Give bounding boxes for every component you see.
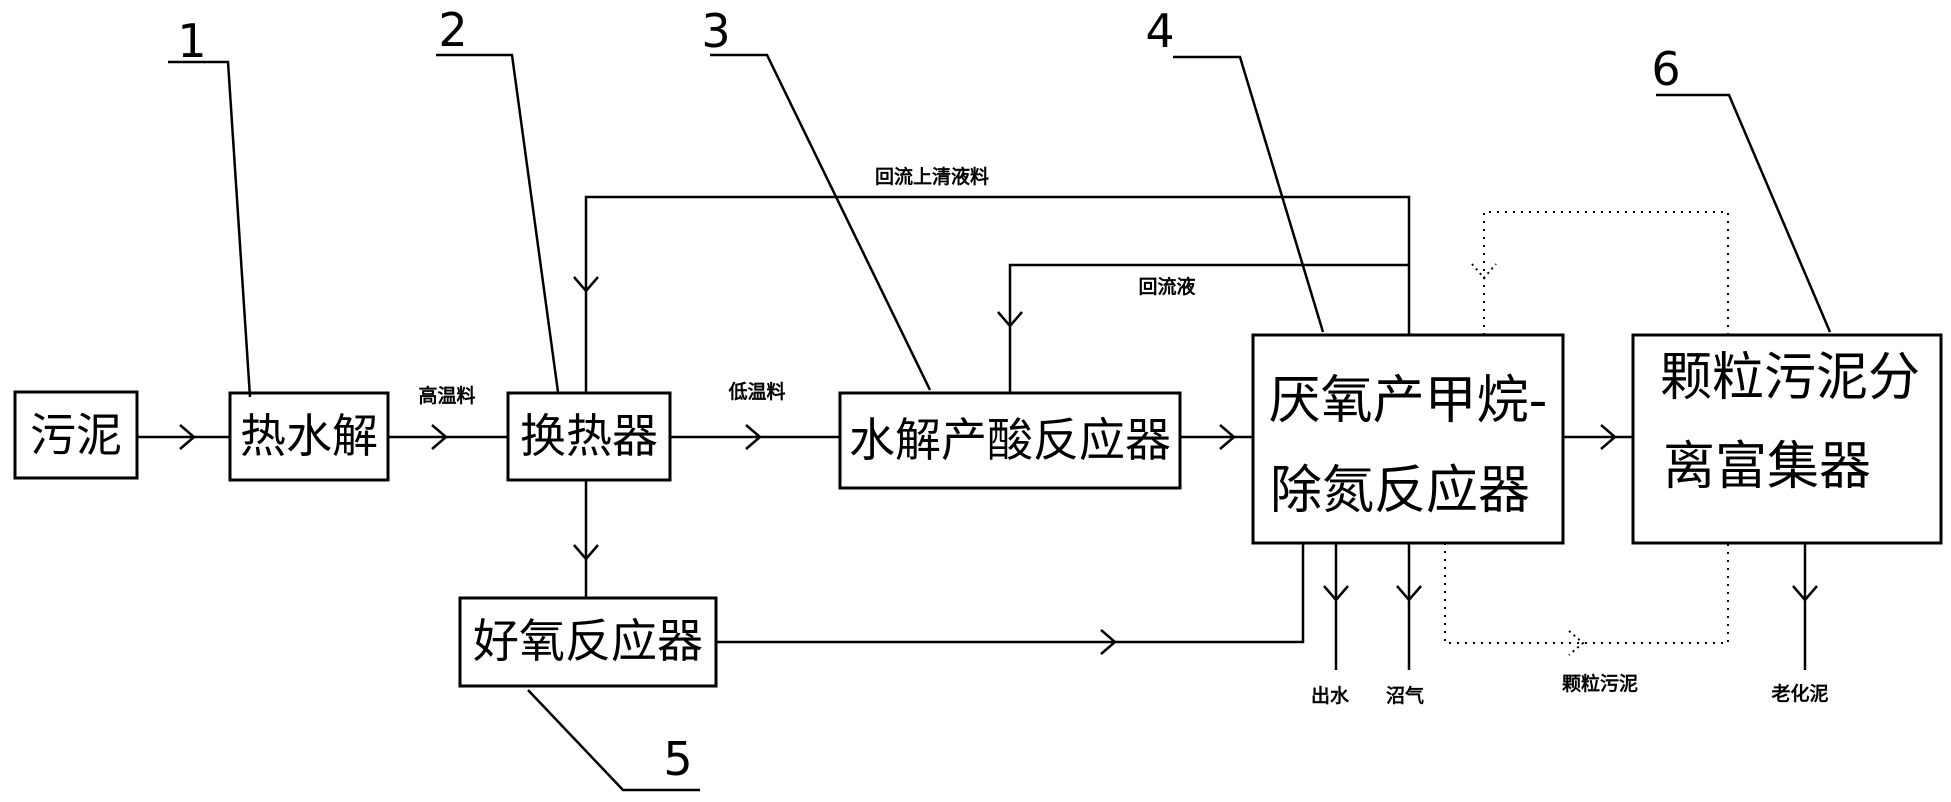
aged-sludge-outlet [1792,543,1818,670]
granular-separator-label-line2: 离富集器 [1663,437,1871,497]
granular-sludge-label: 颗粒污泥 [1562,672,1638,695]
callout-leaders [168,53,1832,792]
sludge-box [13,390,139,480]
return-liquid-line [997,263,1409,393]
anaerobic-reactor-box [1251,333,1565,545]
biogas-label: 沼气 [1386,684,1424,707]
hydrolysis-acid-reactor-label: 水解产酸反应器 [849,413,1171,467]
callout-number-6: 6 [1651,42,1680,96]
sludge-label: 污泥 [30,408,122,462]
aged-sludge-label: 老化泥 [1771,682,1828,705]
callout-number-5: 5 [663,732,692,786]
anaerobic-reactor-label-line1: 厌氧产甲烷- [1269,371,1548,431]
callout-number-1: 1 [177,14,206,68]
callout-number-4: 4 [1145,4,1174,58]
return-liquid-label: 回流液 [1138,275,1196,298]
to-aerobic-line [573,480,599,598]
biogas-outlet [1396,543,1422,670]
thermal-hydrolysis-box [228,391,390,482]
low-temp-label: 低温料 [727,380,785,403]
aerobic-to-anaerobic-line [716,543,1305,655]
heat-exchanger-label: 换热器 [520,409,658,463]
aerobic-reactor-box [458,596,718,688]
granular-separator-label-line1: 颗粒污泥分 [1660,348,1920,408]
granular-separator-box [1631,333,1943,545]
callout-number-2: 2 [438,3,467,57]
high-temp-label: 高温料 [418,384,475,407]
thermal-hydrolysis-label: 热水解 [240,409,378,463]
effluent-outlet [1323,543,1349,670]
anaerobic-reactor-label-line2: 除氮反应器 [1270,461,1530,521]
heat-exchanger-box [506,391,672,482]
main-flow-arrowheads [179,424,1617,450]
aerobic-reactor-label: 好氧反应器 [473,614,703,668]
granular-sludge-recirculation [1444,211,1729,656]
return-supernatant-label: 回流上清液料 [875,165,989,188]
effluent-label: 出水 [1311,684,1350,707]
callout-number-3: 3 [701,4,730,58]
hydrolysis-acid-reactor-box [838,391,1182,490]
